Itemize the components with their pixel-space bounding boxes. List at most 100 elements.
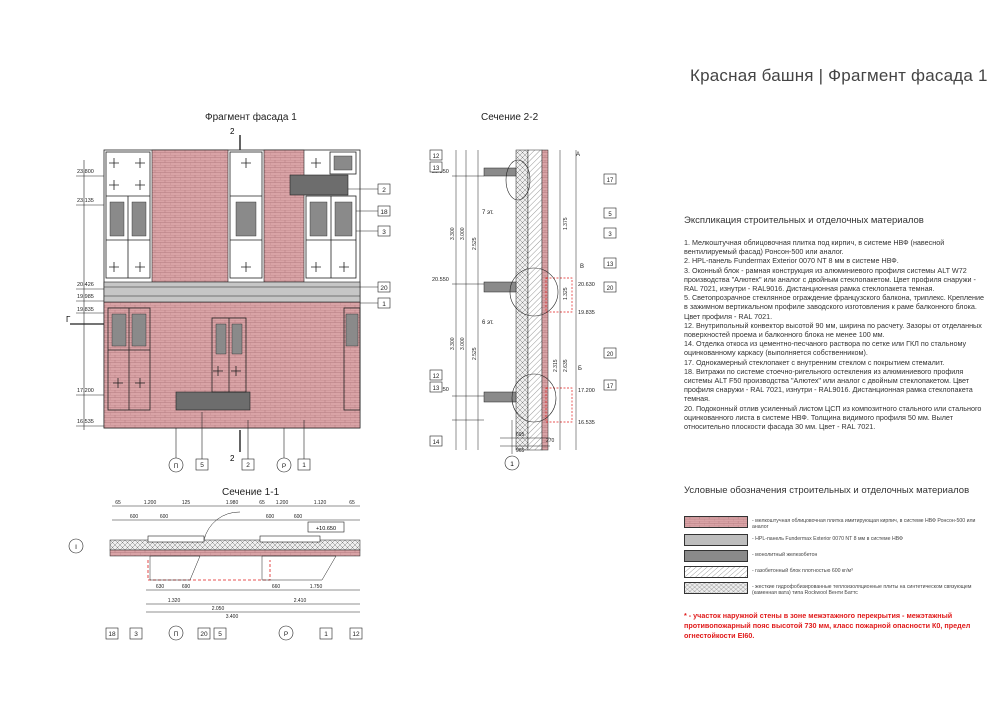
sec11-dim-bottom: 3.400 — [226, 614, 239, 620]
brick-pier — [263, 149, 305, 283]
brick-swatch — [684, 516, 748, 528]
sec11-tag: 12 — [352, 631, 360, 638]
explication-title: Экспликация строительных и отделочных ма… — [684, 215, 924, 226]
symbol-label: - мелкоштучная облицовочная плитка имити… — [752, 518, 976, 531]
facade-level: 17.200 — [77, 388, 94, 394]
explication-item: 3. Оконный блок - рамная конструкция из … — [684, 265, 976, 294]
facade-level: 19.985 — [77, 294, 94, 300]
facade-fragment: 23.800 23.135 20.426 19.985 19.835 17.20… — [66, 127, 391, 473]
facade-tag: 2 — [382, 187, 386, 194]
sec11-dim: 65 — [115, 500, 121, 506]
sec11-tag: 5 — [218, 631, 222, 638]
explication-list: 1. Мелкоштучная облицовочная плитка под … — [684, 238, 984, 431]
facade-tag: 1 — [302, 462, 306, 469]
sec11-dim-bottom: 1.750 — [310, 584, 323, 590]
sec11-dim: 600 — [130, 514, 139, 520]
sec11-dim-bottom: 660 — [272, 584, 281, 590]
drawing-canvas: 23.800 23.135 20.426 19.985 19.835 17.20… — [66, 127, 617, 641]
sheet-title: Красная башня | Фрагмент фасада 1 — [690, 66, 988, 85]
sec11-dim: 1.120 — [314, 500, 327, 506]
sec22-dim: 1.325 — [563, 287, 569, 300]
sec22-dim-bottom: 965 — [516, 448, 525, 454]
sec22-level: 20.630 — [578, 282, 595, 288]
symbol-row-brick: - мелкоштучная облицовочная плитка имити… — [684, 516, 984, 532]
sec11-dim: 600 — [294, 514, 303, 520]
callout-letter: B — [580, 264, 584, 270]
aerated-swatch — [684, 566, 748, 578]
facade-level: 16.535 — [77, 419, 94, 425]
sec22-tag: 14 — [433, 440, 440, 446]
sec22-dim: 2.525 — [472, 237, 478, 250]
sec22-tag: 20 — [607, 352, 614, 358]
sec22-tag: 17 — [607, 178, 614, 184]
symbol-label: - HPL-панель Fundermax Exterior 0070 NT … — [752, 536, 903, 542]
explication-item: 5. Светопрозрачное стеклянное ограждение… — [684, 293, 985, 321]
sec22-dim: 3.300 — [450, 227, 456, 240]
floor-label: 7 эт. — [482, 210, 494, 216]
explication-item: 2. HPL-панель Fundermax Exterior 0070 NT… — [684, 256, 899, 266]
sec22-dim-bottom: 695 — [516, 432, 525, 438]
symbol-row-concrete: - монолитный железобетон — [684, 550, 984, 566]
sec22-axis: 1 — [510, 461, 514, 468]
section-mark: 2 — [230, 127, 235, 136]
balcony-slab — [175, 391, 251, 411]
sec11-tag: 3 — [134, 631, 138, 638]
callout-letter: A — [576, 152, 580, 158]
brick-pier — [151, 149, 229, 283]
callout-letter: Б — [578, 366, 582, 372]
sec11-dim: 125 — [182, 500, 191, 506]
sec22-tag: 20 — [607, 286, 614, 292]
facade-level: 20.426 — [77, 282, 94, 288]
sec22-tag: 17 — [607, 384, 614, 390]
section-mark-side: Г — [66, 315, 71, 324]
sec11-dim-bottom: 1.320 — [168, 598, 181, 604]
sec11-dim-bottom: 690 — [182, 584, 191, 590]
symbols-title: Условные обозначения строительных и отде… — [684, 485, 970, 496]
floor-band — [103, 281, 361, 303]
explication-item: 12. Внутрипольный конвектор высотой 90 м… — [684, 320, 982, 340]
sec22-dim: 3.000 — [460, 227, 466, 240]
facade-level: 23.800 — [77, 169, 94, 175]
facade-axis: П — [174, 463, 179, 470]
section-1-1: 65 1.200 125 1.980 65 1.200 1.120 65 600… — [68, 500, 363, 641]
facade-axis: Р — [282, 463, 286, 470]
sec11-dim: 600 — [266, 514, 275, 520]
sec22-dim: 3.300 — [450, 337, 456, 350]
facade-tag: 1 — [382, 301, 386, 308]
sec22-dim: 3.000 — [460, 337, 466, 350]
sec22-dim: 2.635 — [563, 359, 569, 372]
sec11-level: +10.650 — [316, 526, 336, 532]
symbol-row-insulation: - жесткие гидрофобизированные теплоизоля… — [684, 582, 984, 598]
balcony-slab — [289, 174, 349, 196]
facade-level: 23.135 — [77, 198, 94, 204]
sec22-tag: 13 — [433, 386, 440, 392]
section-2-2: 3.300 3.000 3.300 3.000 2.525 2.525 1.37… — [429, 149, 617, 471]
sec22-tag: 12 — [433, 374, 440, 380]
insulation-swatch — [684, 582, 748, 594]
fire-safety-note: * - участок наружной стены в зоне межэта… — [684, 611, 971, 640]
explication-item: 20. Подоконный отлив усиленный листом ЦС… — [684, 403, 982, 432]
sec11-dim: 1.980 — [226, 500, 239, 506]
hpl-swatch — [684, 534, 748, 546]
explication-item: 1. Мелкоштучная облицовочная плитка под … — [684, 238, 945, 257]
symbol-row-aerated: - газобетонный блок плотностью 600 кг/м³ — [684, 566, 984, 582]
sec11-dim-bottom: 630 — [156, 584, 165, 590]
sec11-tag: 1 — [324, 631, 328, 638]
sec11-dim: 600 — [160, 514, 169, 520]
section-mark: 2 — [230, 454, 235, 463]
symbol-row-hpl: - HPL-панель Fundermax Exterior 0070 NT … — [684, 534, 984, 550]
sec11-dim: 65 — [259, 500, 265, 506]
facade-tag: 2 — [246, 462, 250, 469]
sec22-tag: 13 — [433, 166, 440, 172]
sec11-axis-side: I — [75, 544, 77, 551]
sec11-tag: 18 — [108, 631, 116, 638]
explication-item: 18. Витражи по системе стоечно-ригельног… — [684, 366, 973, 404]
sec11-dim: 1.200 — [276, 500, 289, 506]
sec22-level: 20.550 — [432, 277, 449, 283]
facade-level: 19.835 — [77, 307, 94, 313]
facade-tag: 5 — [200, 462, 204, 469]
facade-view-title: Фрагмент фасада 1 — [205, 112, 297, 123]
symbol-label: - монолитный железобетон — [752, 552, 818, 558]
sec11-dim-bottom: 2.410 — [294, 598, 307, 604]
facade-tag: 18 — [380, 209, 388, 216]
